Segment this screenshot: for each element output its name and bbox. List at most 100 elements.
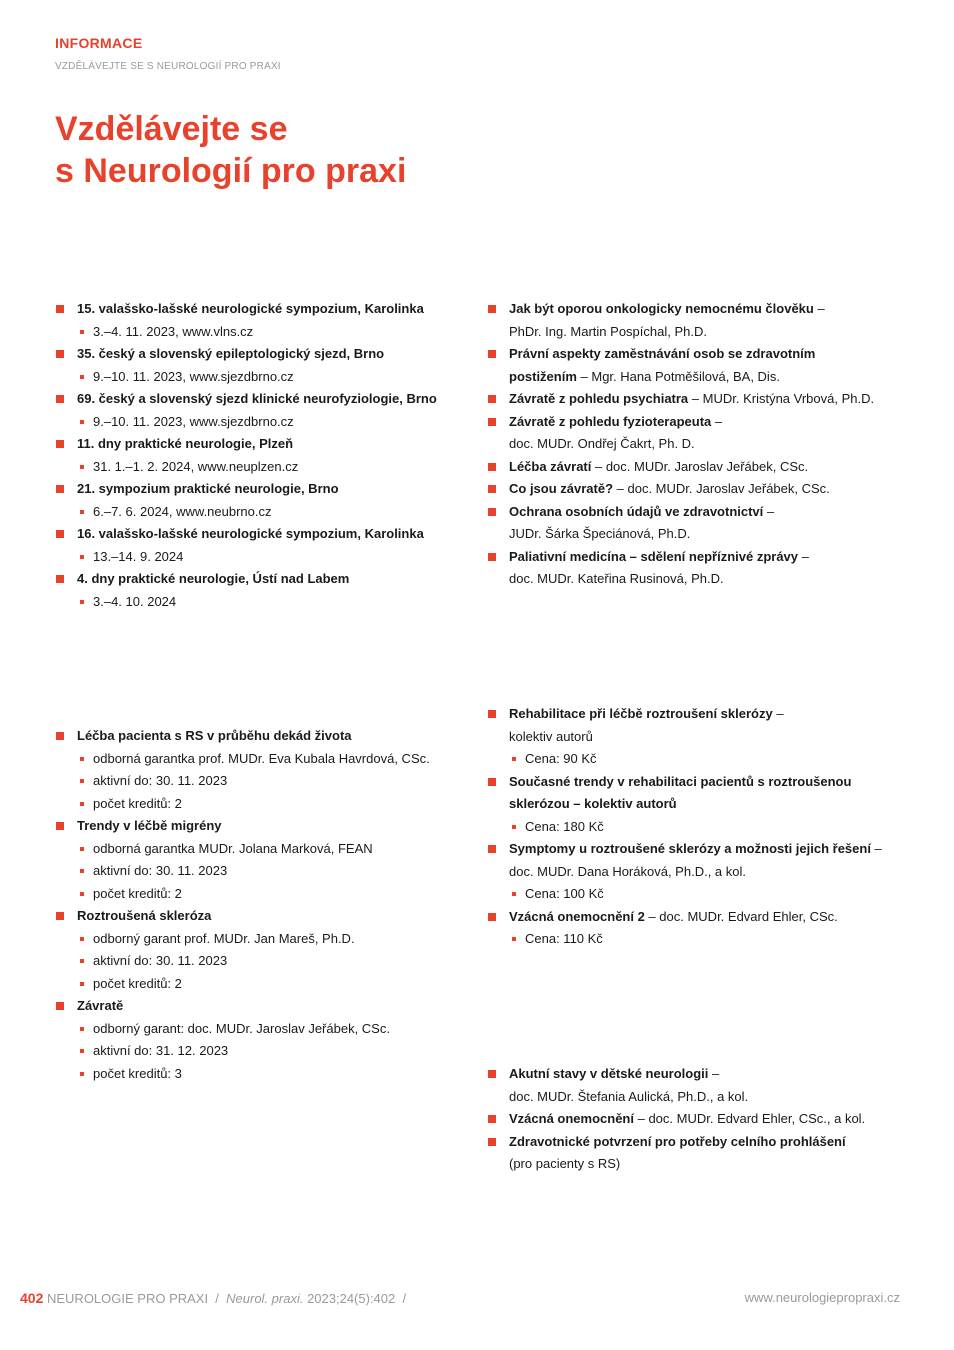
list-item-detail: počet kreditů: 2 bbox=[55, 973, 465, 996]
list-item-note: (pro pacienty s RS) bbox=[509, 1156, 621, 1171]
list-item: Zdravotnické potvrzení pro potřeby celní… bbox=[487, 1131, 907, 1154]
ebooks-list: Akutní stavy v dětské neurologii – doc. … bbox=[487, 1063, 907, 1176]
footer-separator: / bbox=[395, 1291, 407, 1306]
list-item-author: PhDr. Ing. Martin Pospíchal, Ph.D. bbox=[509, 323, 707, 339]
list-item: Závratě z pohledu psychiatra – MUDr. Kri… bbox=[487, 388, 907, 411]
list-item: Rehabilitace při léčbě roztroušení skler… bbox=[487, 703, 907, 726]
list-item-author: – doc. MUDr. Edvard Ehler, CSc., a kol. bbox=[633, 1111, 866, 1126]
list-item-dash: – bbox=[708, 1066, 720, 1081]
list-item-author: – MUDr. Kristýna Vrbová, Ph.D. bbox=[688, 391, 875, 406]
list-item: Paliativní medicína – sdělení nepříznivé… bbox=[487, 546, 907, 569]
list-item-author: kolektiv autorů bbox=[509, 728, 593, 744]
list-item-title: Jak být oporou onkologicky nemocnému člo… bbox=[509, 301, 814, 316]
footer-url[interactable]: www.neurologiepropraxi.cz bbox=[744, 1290, 900, 1305]
list-item: Akutní stavy v dětské neurologii – bbox=[487, 1063, 907, 1086]
list-item-title: Symptomy u roztroušené sklerózy a možnos… bbox=[509, 841, 871, 856]
footer-journal: NEUROLOGIE PRO PRAXI bbox=[46, 1291, 209, 1306]
footer-separator: / bbox=[208, 1291, 227, 1306]
list-item-title: Rehabilitace při léčbě roztroušení skler… bbox=[509, 706, 773, 721]
list-item-detail: 6.–7. 6. 2024, www.neubrno.cz bbox=[55, 501, 465, 524]
list-item-detail: aktivní do: 31. 12. 2023 bbox=[55, 1040, 465, 1063]
list-item-author: doc. MUDr. Štefania Aulická, Ph.D., a ko… bbox=[509, 1088, 749, 1104]
list-item-dash: – bbox=[772, 706, 784, 721]
list-item-continuation: sklerózou – kolektiv autorů bbox=[509, 796, 677, 811]
list-item: 11. dny praktické neurologie, Plzeň bbox=[55, 433, 465, 456]
list-item-detail: počet kreditů: 2 bbox=[55, 883, 465, 906]
list-item: Symptomy u roztroušené sklerózy a možnos… bbox=[487, 838, 907, 861]
list-item-author: doc. MUDr. Dana Horáková, Ph.D., a kol. bbox=[509, 863, 746, 879]
list-item-title: Závratě z pohledu fyzioterapeuta bbox=[509, 413, 712, 429]
list-item-detail: aktivní do: 30. 11. 2023 bbox=[55, 950, 465, 973]
list-item: Jak být oporou onkologicky nemocnému člo… bbox=[487, 298, 907, 321]
list-item-continuation: postižením – Mgr. Hana Potměšilová, BA, … bbox=[487, 366, 907, 389]
list-item-detail: 13.–14. 9. 2024 bbox=[55, 546, 465, 569]
list-item-dash: – bbox=[870, 841, 882, 856]
list-item: 69. český a slovenský sjezd klinické neu… bbox=[55, 388, 465, 411]
list-item: Trendy v léčbě migrény bbox=[55, 815, 465, 838]
list-item-author: – Mgr. Hana Potměšilová, BA, Dis. bbox=[576, 368, 780, 384]
list-item: Vzácná onemocnění – doc. MUDr. Edvard Eh… bbox=[487, 1108, 907, 1131]
list-item-detail: počet kreditů: 2 bbox=[55, 793, 465, 816]
list-item-detail: odborná garantka prof. MUDr. Eva Kubala … bbox=[55, 748, 465, 771]
list-item: 35. český a slovenský epileptologický sj… bbox=[55, 343, 465, 366]
list-item-detail: odborná garantka MUDr. Jolana Marková, F… bbox=[55, 838, 465, 861]
list-item-price: Cena: 180 Kč bbox=[487, 816, 907, 839]
list-item-detail: 3.–4. 10. 2024 bbox=[55, 591, 465, 614]
list-item: 4. dny praktické neurologie, Ústí nad La… bbox=[55, 568, 465, 591]
list-item-author: doc. MUDr. Ondřej Čakrt, Ph. D. bbox=[509, 436, 695, 451]
list-item-detail: aktivní do: 30. 11. 2023 bbox=[55, 860, 465, 883]
list-item-title: Co jsou závratě? bbox=[509, 481, 614, 496]
list-item-title: Vzácná onemocnění 2 bbox=[509, 908, 645, 924]
list-item: 21. sympozium praktické neurologie, Brno bbox=[55, 478, 465, 501]
list-item: 15. valašsko-lašské neurologické sympozi… bbox=[55, 298, 465, 321]
list-item-author: – doc. MUDr. Jaroslav Jeřábek, CSc. bbox=[591, 458, 809, 474]
page-title-line-1: Vzdělávejte se bbox=[55, 110, 288, 148]
list-item: Současné trendy v rehabilitaci pacientů … bbox=[487, 771, 907, 794]
footer-citation: 2023;24(5):402 bbox=[303, 1291, 396, 1306]
list-item: Ochrana osobních údajů ve zdravotnictví … bbox=[487, 501, 907, 524]
footer-citation-journal: Neurol. praxi. bbox=[226, 1291, 304, 1306]
list-item-title: Ochrana osobních údajů ve zdravotnictví bbox=[509, 503, 764, 519]
list-item-title: Léčba závratí bbox=[509, 458, 592, 474]
list-item-dash: – bbox=[813, 301, 825, 316]
page-footer: 402 NEUROLOGIE PRO PRAXI / Neurol. praxi… bbox=[20, 1290, 900, 1306]
list-item-title: postižením bbox=[509, 368, 577, 384]
list-item-dash: – bbox=[711, 413, 723, 429]
section-label: INFORMACE bbox=[55, 35, 143, 51]
list-item: Léčba závratí – doc. MUDr. Jaroslav Jeřá… bbox=[487, 456, 907, 479]
list-item: Léčba pacienta s RS v průběhu dekád živo… bbox=[55, 725, 465, 748]
section-subtitle: VZDĚLÁVEJTE SE S NEUROLOGIÍ PRO PRAXI bbox=[55, 61, 281, 72]
list-item-detail: odborný garant prof. MUDr. Jan Mareš, Ph… bbox=[55, 928, 465, 951]
list-item-price: Cena: 100 Kč bbox=[487, 883, 907, 906]
list-item-title: Akutní stavy v dětské neurologii bbox=[509, 1066, 709, 1081]
list-item-detail: 9.–10. 11. 2023, www.sjezdbrno.cz bbox=[55, 411, 465, 434]
list-item-title: Paliativní medicína – sdělení nepříznivé… bbox=[509, 548, 799, 564]
list-item-author: – doc. MUDr. Jaroslav Jeřábek, CSc. bbox=[613, 481, 830, 496]
list-item-detail: aktivní do: 30. 11. 2023 bbox=[55, 770, 465, 793]
list-item: Roztroušená skleróza bbox=[55, 905, 465, 928]
list-item-title: Vzácná onemocnění bbox=[509, 1111, 634, 1126]
list-item-detail: odborný garant: doc. MUDr. Jaroslav Jeřá… bbox=[55, 1018, 465, 1041]
books-list: Rehabilitace při léčbě roztroušení skler… bbox=[487, 703, 907, 951]
page-number: 402 bbox=[20, 1290, 44, 1306]
list-item: 16. valašsko-lašské neurologické sympozi… bbox=[55, 523, 465, 546]
list-item-dash: – bbox=[798, 548, 809, 564]
list-item: Vzácná onemocnění 2 – doc. MUDr. Edvard … bbox=[487, 906, 907, 929]
list-item: Právní aspekty zaměstnávání osob se zdra… bbox=[487, 343, 907, 366]
list-item-detail: počet kreditů: 3 bbox=[55, 1063, 465, 1086]
page-title-line-2: s Neurologií pro praxi bbox=[55, 152, 407, 190]
events-list: 15. valašsko-lašské neurologické sympozi… bbox=[55, 298, 465, 613]
list-item-price: Cena: 110 Kč bbox=[487, 928, 907, 951]
list-item-author: doc. MUDr. Kateřina Rusinová, Ph.D. bbox=[509, 571, 724, 586]
list-item-detail: 3.–4. 11. 2023, www.vlns.cz bbox=[55, 321, 465, 344]
list-item-author: – doc. MUDr. Edvard Ehler, CSc. bbox=[644, 908, 838, 924]
list-item: Co jsou závratě? – doc. MUDr. Jaroslav J… bbox=[487, 478, 907, 501]
list-item-dash: – bbox=[763, 503, 775, 519]
courses-list: Léčba pacienta s RS v průběhu dekád živo… bbox=[55, 725, 465, 1085]
list-item: Závratě z pohledu fyzioterapeuta – bbox=[487, 411, 907, 434]
page-title: Vzdělávejte se s Neurologií pro praxi bbox=[55, 108, 615, 192]
lectures-list: Jak být oporou onkologicky nemocnému člo… bbox=[487, 298, 907, 591]
list-item-detail: 9.–10. 11. 2023, www.sjezdbrno.cz bbox=[55, 366, 465, 389]
list-item-title: Závratě z pohledu psychiatra bbox=[509, 391, 689, 406]
list-item-author: JUDr. Šárka Špeciánová, Ph.D. bbox=[509, 526, 691, 541]
